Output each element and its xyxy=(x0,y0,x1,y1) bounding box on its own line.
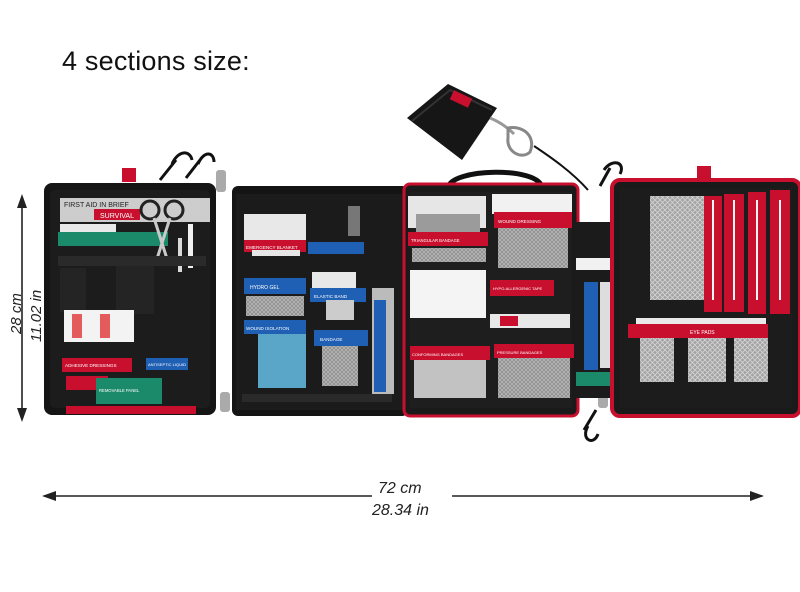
panel3-wound-dressing-label: WOUND DRESSING xyxy=(498,219,542,224)
panel2-wound-label: WOUND ISOLATION xyxy=(246,326,289,331)
width-arrow xyxy=(42,491,764,501)
height-cm-label: 28 cm xyxy=(8,293,25,334)
panel2-bandage-label: BANDAGE xyxy=(320,337,342,342)
height-arrow xyxy=(17,194,27,422)
panel-1 xyxy=(44,183,216,415)
page-title: 4 sections size: xyxy=(62,46,250,76)
panel3-conforming-label: CONFORMING BANDAGES xyxy=(412,352,463,357)
panel-3 xyxy=(402,182,580,418)
panel1-header-label: FIRST AID IN BRIEF xyxy=(64,202,129,209)
panel4-eye-pads-label: EYE PADS xyxy=(690,330,715,336)
panel-4 xyxy=(610,178,800,418)
cpr-mask-pouch xyxy=(407,84,589,191)
height-in-label: 11.02 in xyxy=(28,289,45,342)
panel1-antiseptic-label: ANTISEPTIC LIQUID xyxy=(148,362,186,367)
width-cm-label: 72 cm xyxy=(378,480,422,497)
width-in-label: 28.34 in xyxy=(372,502,429,519)
panel3-tape-label: HYPO-ALLERGENIC TAPE xyxy=(493,286,543,291)
panel2-emergency-label: EMERGENCY BLANKET xyxy=(246,245,298,250)
panel1-removable-label: REMOVABLE PANEL xyxy=(99,388,140,393)
panel2-hydrogel-label: HYDRO GEL xyxy=(250,285,280,291)
panel2-elastic-label: ELASTIC BAND xyxy=(314,294,348,299)
panel3-triangular-label: TRIANGULAR BANDAGE xyxy=(411,238,460,243)
panel-2 xyxy=(232,186,408,416)
panel1-brand-label: SURVIVAL xyxy=(100,213,134,220)
panel1-adhesive-label: ADHESIVE DRESSINGS xyxy=(65,363,117,368)
panel3-pressure-label: PRESSURE BANDAGES xyxy=(497,350,543,355)
